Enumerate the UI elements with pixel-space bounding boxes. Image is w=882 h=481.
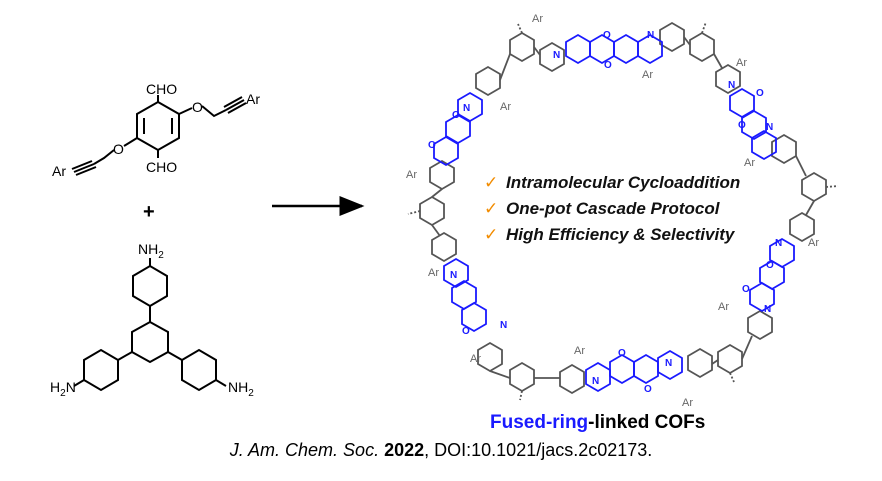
cof-atom-labels: N N O O Ar Ar N O O Ar Ar Ar N O O N Ar … — [406, 13, 819, 409]
cho-top-label: CHO — [146, 81, 177, 97]
check-icon: ✓ — [484, 199, 498, 219]
svg-text:N: N — [665, 358, 672, 369]
svg-text:Ar: Ar — [532, 13, 543, 25]
svg-text:N: N — [500, 320, 507, 331]
cho-bottom-label: CHO — [146, 159, 177, 175]
svg-text:Ar: Ar — [642, 69, 653, 81]
svg-text:Ar: Ar — [808, 237, 819, 249]
svg-text:Ar: Ar — [744, 157, 755, 169]
scheme-svg: CHO CHO O O Ar Ar + NH2 H2N NH2 — [50, 13, 839, 433]
svg-text:Ar: Ar — [682, 397, 693, 409]
svg-text:Ar: Ar — [470, 353, 481, 365]
svg-text:N: N — [450, 270, 457, 281]
svg-text:O: O — [756, 88, 764, 99]
svg-text:N: N — [775, 238, 782, 249]
oxygen-left-label: O — [113, 141, 124, 157]
connecting-bonds — [407, 21, 839, 401]
check-icon: ✓ — [484, 173, 498, 193]
svg-text:Ar: Ar — [428, 267, 439, 279]
svg-text:N: N — [553, 50, 560, 61]
svg-text:O: O — [766, 260, 774, 271]
svg-text:O: O — [644, 384, 652, 395]
top-phenyl-ring — [132, 264, 168, 308]
svg-text:O: O — [742, 284, 750, 295]
svg-text:Ar: Ar — [718, 301, 729, 313]
svg-text:O: O — [603, 30, 611, 41]
svg-text:Ar: Ar — [574, 345, 585, 357]
feature-item: One-pot Cascade Protocol — [506, 199, 721, 218]
right-phenyl-ring — [181, 348, 217, 392]
cof-framework — [407, 21, 839, 401]
svg-text:N: N — [647, 30, 654, 41]
oxygen-right-label: O — [192, 99, 203, 115]
svg-text:O: O — [428, 140, 436, 151]
journal-name: J. Am. Chem. Soc. — [229, 440, 380, 460]
cof-title: Fused-ring-linked COFs — [490, 412, 705, 433]
svg-text:O: O — [462, 326, 470, 337]
citation: J. Am. Chem. Soc. 2022, DOI:10.1021/jacs… — [0, 440, 882, 461]
ar-left-label: Ar — [52, 163, 66, 179]
svg-text:N: N — [764, 304, 771, 315]
feature-item: High Efficiency & Selectivity — [506, 225, 736, 244]
h2n-left-label: H2N — [50, 379, 76, 399]
dialdehyde-molecule — [71, 95, 247, 176]
svg-text:O: O — [618, 348, 626, 359]
nh2-top-label: NH2 — [138, 241, 164, 261]
svg-text:O: O — [738, 120, 746, 131]
check-icon: ✓ — [484, 225, 498, 245]
svg-text:Ar: Ar — [500, 101, 511, 113]
svg-text:N: N — [592, 376, 599, 387]
blue-fused-ring-linkers — [433, 33, 795, 393]
svg-text:Ar: Ar — [736, 57, 747, 69]
svg-text:N: N — [463, 103, 470, 114]
svg-text:N: N — [766, 122, 773, 133]
nh2-right-label: NH2 — [228, 379, 254, 399]
svg-text:N: N — [728, 80, 735, 91]
svg-text:O: O — [604, 60, 612, 71]
plus-sign: + — [143, 201, 155, 223]
svg-text:Ar: Ar — [406, 169, 417, 181]
feature-list: ✓ Intramolecular Cycloaddition ✓ One-pot… — [484, 173, 740, 245]
doi-text: , DOI:10.1021/jacs.2c02173. — [424, 440, 653, 460]
ar-right-label: Ar — [246, 91, 260, 107]
svg-text:O: O — [452, 110, 460, 121]
publication-year: 2022 — [384, 440, 425, 460]
triamine-molecule — [73, 258, 227, 392]
central-benzene-ring — [131, 320, 169, 364]
left-phenyl-ring — [83, 348, 119, 392]
feature-item: Intramolecular Cycloaddition — [506, 173, 740, 192]
